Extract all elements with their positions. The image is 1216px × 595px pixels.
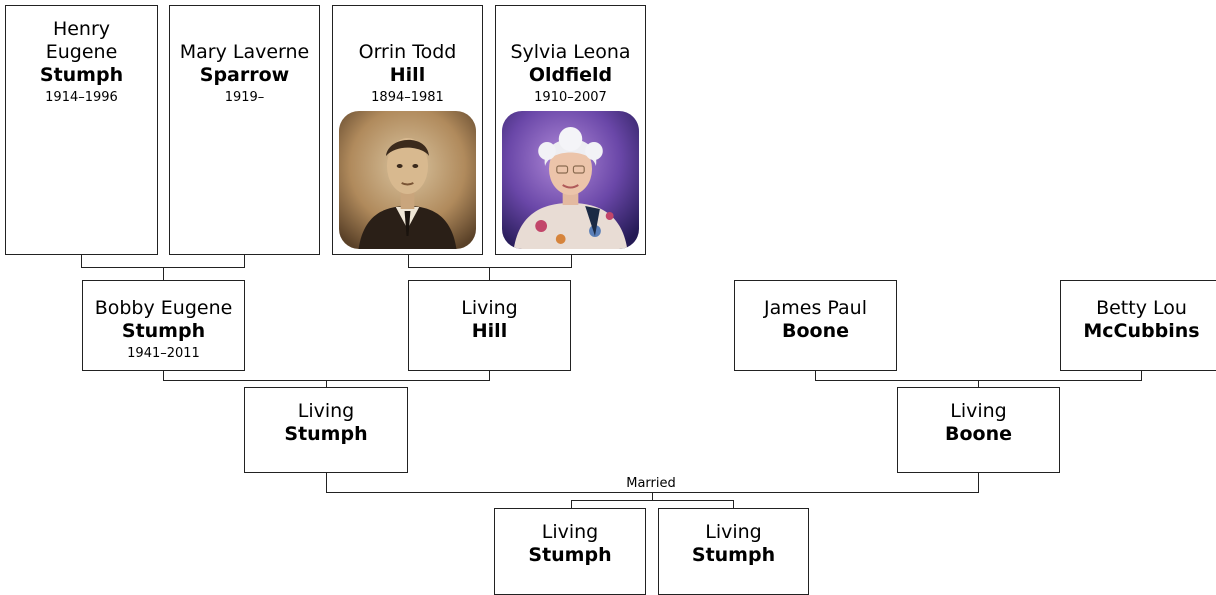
life-dates: 1910–2007	[534, 90, 607, 105]
given-name: Orrin Todd	[358, 41, 457, 63]
connector-line	[652, 492, 653, 501]
person-card-living-boone[interactable]: Living Boone	[897, 387, 1060, 473]
life-dates: 1894–1981	[371, 90, 444, 105]
person-card-james-boone[interactable]: James Paul Boone	[734, 280, 897, 371]
life-dates: 1941–2011	[127, 346, 200, 361]
given-name: Sylvia Leona	[510, 41, 631, 63]
connector-line	[326, 473, 327, 493]
surname: Stumph	[691, 544, 776, 566]
connector-line	[489, 267, 490, 281]
connector-line	[244, 255, 245, 268]
surname: Stumph	[121, 320, 206, 342]
life-dates: 1914–1996	[45, 90, 118, 105]
person-card-living-stumph[interactable]: Living Stumph	[244, 387, 408, 473]
connector-line	[571, 500, 734, 501]
person-card-child-stumph-1[interactable]: Living Stumph	[494, 508, 646, 595]
connector-line	[978, 380, 979, 388]
connector-line	[733, 500, 734, 509]
connector-line	[815, 371, 816, 381]
portrait-photo[interactable]	[502, 111, 639, 249]
connector-line	[489, 371, 490, 381]
connector-line	[571, 500, 572, 509]
surname: Boone	[781, 320, 849, 342]
surname: Stumph	[528, 544, 612, 566]
man-portrait-image	[339, 111, 476, 249]
given-name: Henry Eugene	[45, 18, 118, 63]
connector-line	[81, 255, 82, 268]
surname: Stumph	[284, 423, 368, 445]
given-name: Mary Laverne	[179, 41, 310, 63]
woman-portrait-image	[502, 111, 639, 249]
person-card-betty-mccubbins[interactable]: Betty Lou McCubbins	[1060, 280, 1216, 371]
connector-line	[571, 255, 572, 268]
given-name: Living	[950, 400, 1007, 422]
given-name: James Paul	[764, 297, 867, 319]
surname: Oldfield	[528, 64, 613, 86]
surname: Boone	[944, 423, 1012, 445]
given-name: Living	[541, 521, 599, 543]
connector-line	[163, 371, 164, 381]
surname: Hill	[389, 64, 426, 86]
person-card-henry-stumph[interactable]: Henry Eugene Stumph 1914–1996	[5, 5, 158, 255]
connector-line	[326, 380, 327, 388]
surname: Stumph	[39, 64, 124, 86]
given-name: Bobby Eugene	[94, 297, 233, 319]
person-card-child-stumph-2[interactable]: Living Stumph	[658, 508, 809, 595]
given-name: Living	[705, 521, 762, 543]
connector-line	[978, 473, 979, 493]
surname: McCubbins	[1083, 320, 1200, 342]
person-card-mary-sparrow[interactable]: Mary Laverne Sparrow 1919–	[169, 5, 320, 255]
person-card-bobby-stumph[interactable]: Bobby Eugene Stumph 1941–2011	[82, 280, 245, 371]
connector-line	[163, 267, 164, 281]
life-dates: 1919–	[224, 90, 265, 105]
surname: Sparrow	[199, 64, 290, 86]
surname: Hill	[471, 320, 508, 342]
person-card-orrin-hill[interactable]: Orrin Todd Hill 1894–1981	[332, 5, 483, 255]
connector-line	[1141, 371, 1142, 381]
portrait-photo[interactable]	[339, 111, 476, 249]
connector-line	[408, 255, 409, 268]
given-name: Betty Lou	[1096, 297, 1187, 319]
marriage-label: Married	[626, 476, 676, 491]
person-card-living-hill[interactable]: Living Hill	[408, 280, 571, 371]
given-name: Living	[297, 400, 355, 422]
person-card-sylvia-oldfield[interactable]: Sylvia Leona Oldfield 1910–2007	[495, 5, 646, 255]
connector-line	[408, 267, 572, 268]
given-name: Living	[461, 297, 518, 319]
